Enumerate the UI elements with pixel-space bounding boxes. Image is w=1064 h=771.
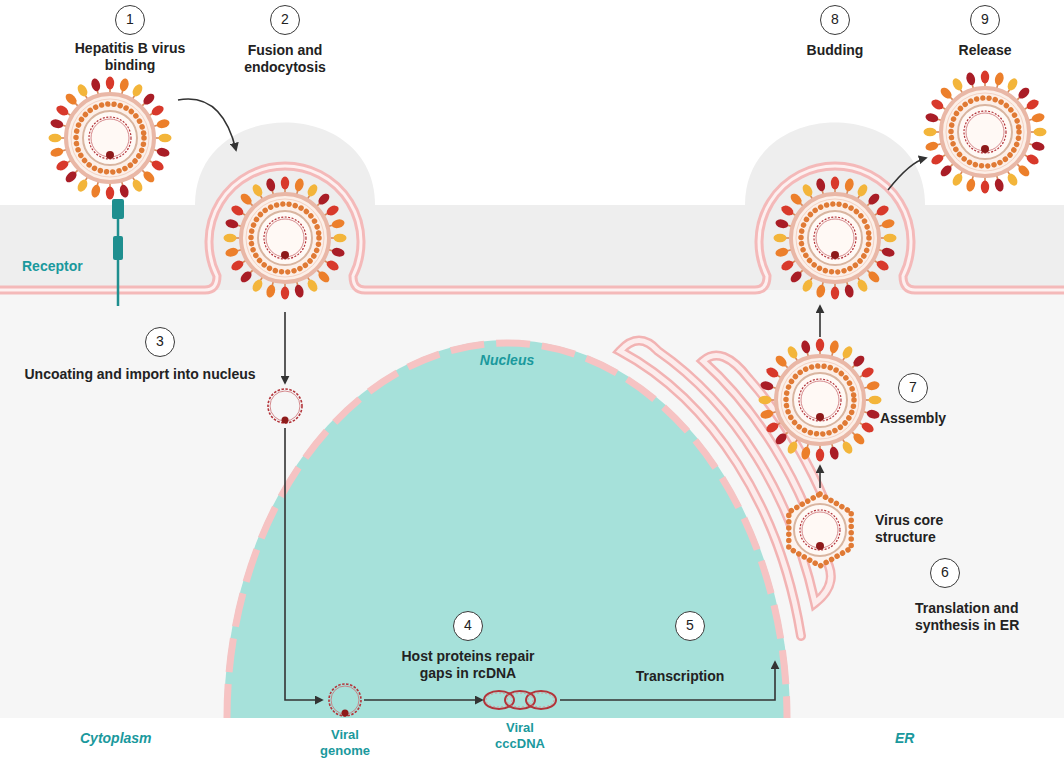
receptor-symbol (117, 219, 120, 236)
receptor-symbol (112, 199, 124, 219)
viral-genome: Viral genome (326, 681, 364, 719)
connector-arrow (364, 699, 482, 701)
viral-genome-outline (342, 710, 349, 717)
virus-particle (49, 77, 172, 200)
step-arrow (284, 312, 286, 383)
viral-cccdna-outline (482, 688, 558, 712)
step-label: Assembly (867, 410, 959, 427)
cell-membrane (0, 166, 1064, 290)
cytoplasm-ground (0, 290, 1064, 718)
step-label: Hepatitis B virus binding (69, 40, 191, 74)
callout-number: 3 (145, 327, 175, 357)
callout-number: 4 (453, 611, 483, 641)
step-label: Host proteins repair gaps in rcDNA (386, 648, 550, 682)
virus-core (789, 494, 851, 566)
step-label: Release (935, 42, 1035, 59)
step-label: Transcription (624, 668, 736, 685)
viral-genome-outline (326, 681, 364, 719)
step-label: Receptor (22, 258, 110, 275)
nucleus-region-outline (224, 340, 790, 718)
receptor-symbol (113, 236, 123, 260)
cell-membrane (0, 166, 1064, 290)
step-arrow (178, 99, 236, 150)
callout-number: 8 (820, 5, 850, 35)
callout-number: 6 (930, 558, 960, 588)
viral-cccdna-outline (526, 691, 556, 709)
uncoated-genome (268, 389, 302, 424)
region-label: Nucleus (224, 352, 790, 369)
viral-cccdna-outline (507, 693, 533, 707)
callout-number: 5 (675, 611, 705, 641)
callout-number: 1 (115, 5, 145, 35)
callout-number: 7 (898, 373, 928, 403)
step-label: ER (895, 730, 935, 747)
viral-cccdna-outline (528, 693, 554, 707)
virus-particle (774, 177, 897, 300)
receptor-symbol (112, 199, 124, 306)
part-label: Viral genome (313, 727, 377, 759)
step-label: Cytoplasm (80, 730, 180, 747)
virus-particle (924, 71, 1047, 194)
callout-number: 9 (970, 5, 1000, 35)
virus-particle (224, 177, 347, 300)
step-arrow (888, 158, 926, 190)
receptor-symbol (117, 260, 120, 306)
callout-number: 2 (270, 5, 300, 35)
step-label: Budding (785, 42, 885, 59)
step-label: Translation and synthesis in ER (915, 600, 1053, 634)
step-arrow (285, 428, 322, 700)
step-label: Virus core structure (875, 512, 971, 546)
step-arrows (178, 99, 926, 700)
step-label: Uncoating and import into nucleus (5, 366, 275, 383)
virus-particle (759, 339, 882, 462)
part-label: Viral cccDNA (488, 720, 552, 752)
step-arrow (819, 306, 821, 337)
step-label: Fusion and endocytosis (229, 42, 341, 76)
step-arrow (560, 662, 775, 700)
viral-cccdna: Viral cccDNA (482, 688, 558, 712)
viral-genome-outline (329, 684, 361, 716)
viral-cccdna-outline (486, 693, 512, 707)
nucleus-region-outline (227, 343, 787, 718)
step-arrow (819, 466, 821, 488)
